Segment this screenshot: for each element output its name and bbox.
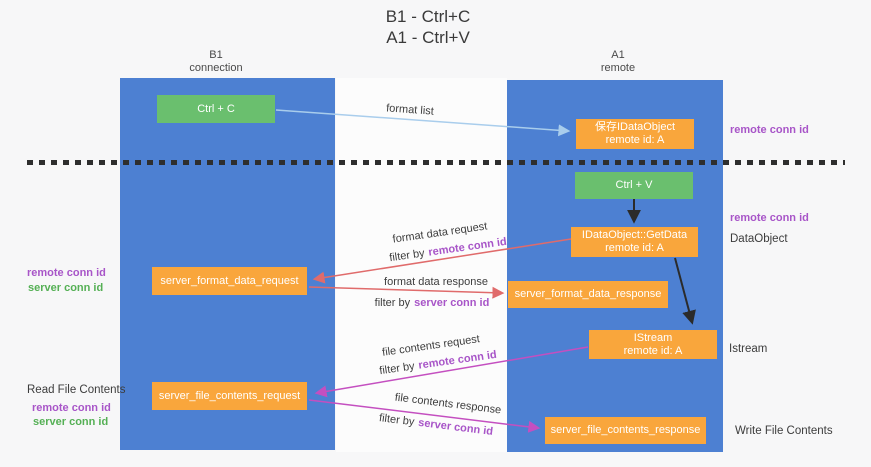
node-idataobject-getdata: IDataObject::GetData remote id: A [571,227,698,257]
annotation-istream: Istream [729,343,768,355]
annotation-server-conn-id-left-1: server conn id [28,282,104,294]
annotation-remote-conn-id-left-2: remote conn id [32,402,111,414]
node-server-format-data-request-label: server_format_data_request [160,274,299,287]
lane-a1-subtitle: remote [600,62,636,74]
dashed-separator [27,160,845,165]
node-server-file-contents-response: server_file_contents_response [545,417,706,444]
annotation-write-file-contents: Write File Contents [735,425,833,437]
node-server-file-contents-request-label: server_file_contents_request [158,389,301,402]
server-conn-id-text: server conn id [414,297,490,309]
node-ctrl-v: Ctrl + V [575,172,693,199]
annotation-server-conn-id-left-2: server conn id [33,416,109,428]
node-server-file-contents-response-label: server_file_contents_response [550,424,701,436]
label-format-data-response: format data response [384,276,488,288]
lane-b1-subtitle: connection [189,62,243,74]
title-line-1: B1 - Ctrl+C [385,7,471,26]
node-server-file-contents-request: server_file_contents_request [152,382,307,410]
lane-header-b1: B1 connection [156,49,276,75]
node-ctrl-c: Ctrl + C [157,95,275,123]
node-save-idataobject: 保存IDataObject remote id: A [576,119,694,149]
title-line-2: A1 - Ctrl+V [386,28,470,47]
annotation-remote-conn-id-mid: remote conn id [730,212,809,224]
node-istream-line2: remote id: A [623,344,683,357]
node-save-idataobject-line1: 保存IDataObject [594,121,676,133]
diagram-title: B1 - Ctrl+C A1 - Ctrl+V [328,6,528,48]
annotation-read-file-contents: Read File Contents [27,384,126,396]
node-server-format-data-response: server_format_data_response [508,281,668,308]
node-idataobject-getdata-line2: remote id: A [605,242,664,254]
annotation-remote-conn-id-top: remote conn id [730,124,809,136]
node-istream-line1: IStream [633,331,673,344]
node-server-format-data-request: server_format_data_request [152,267,307,295]
lane-header-a1: A1 remote [558,49,678,75]
node-save-idataobject-line2: remote id: A [605,134,665,146]
node-istream: IStream remote id: A [589,330,717,359]
annotation-dataobject: DataObject [730,233,788,245]
node-ctrl-v-label: Ctrl + V [615,179,653,191]
node-server-format-data-response-label: server_format_data_response [514,288,662,300]
lane-b1-title: B1 [209,49,223,61]
filter-by-text: filter by [374,297,411,309]
node-idataobject-getdata-line1: IDataObject::GetData [581,229,688,241]
lane-a1-title: A1 [611,49,625,61]
node-ctrl-c-label: Ctrl + C [197,102,235,115]
annotation-remote-conn-id-left-1: remote conn id [27,267,106,279]
